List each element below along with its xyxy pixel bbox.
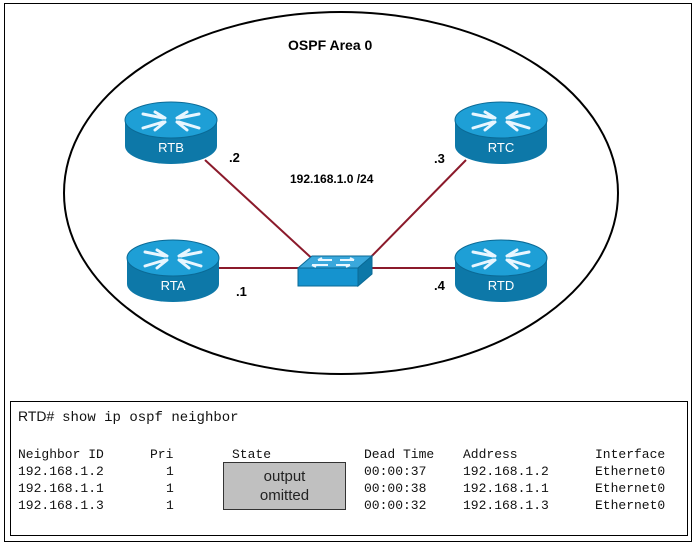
dead-time: 00:00:38 bbox=[364, 481, 427, 496]
dead-time: 00:00:37 bbox=[364, 464, 427, 479]
link-rtb-switch bbox=[204, 159, 319, 265]
priority: 1 bbox=[166, 481, 174, 496]
col-header-interface: Interface bbox=[595, 447, 666, 462]
col-header-neighbor-id: Neighbor ID bbox=[18, 447, 104, 462]
router-label: RTA bbox=[161, 278, 186, 293]
dead-time: 00:00:32 bbox=[364, 498, 427, 513]
col-header-state: State bbox=[232, 447, 272, 462]
links bbox=[204, 159, 467, 269]
host-suffix-rtd: .4 bbox=[434, 278, 445, 293]
priority: 1 bbox=[166, 498, 174, 513]
command: show ip ospf neighbor bbox=[62, 410, 239, 426]
neighbor-id: 192.168.1.3 bbox=[18, 498, 104, 513]
switch-icon[interactable] bbox=[296, 254, 374, 288]
omitted-line-1: output bbox=[263, 468, 306, 485]
router-rtd[interactable]: RTD bbox=[453, 238, 549, 304]
terminal-output: RTD# show ip ospf neighbor Neighbor ID P… bbox=[10, 401, 688, 536]
router-label: RTC bbox=[488, 140, 514, 155]
state-output-omitted: output omitted bbox=[223, 462, 346, 510]
subnet-label: 192.168.1.0 /24 bbox=[290, 172, 374, 186]
col-header-address: Address bbox=[463, 447, 518, 462]
col-header-dead-time: Dead Time bbox=[364, 447, 435, 462]
neighbor-id: 192.168.1.2 bbox=[18, 464, 104, 479]
network-diagram: RTB RTC RTA RTD bbox=[63, 11, 619, 375]
address: 192.168.1.1 bbox=[463, 481, 549, 496]
interface: Ethernet0 bbox=[595, 464, 666, 479]
router-label: RTD bbox=[488, 278, 514, 293]
priority: 1 bbox=[166, 464, 174, 479]
prompt: RTD# bbox=[18, 408, 55, 424]
router-rta[interactable]: RTA bbox=[125, 238, 221, 304]
host-suffix-rtc: .3 bbox=[434, 151, 445, 166]
interface: Ethernet0 bbox=[595, 481, 666, 496]
omitted-line-2: omitted bbox=[259, 487, 310, 504]
router-rtc[interactable]: RTC bbox=[453, 100, 549, 166]
ospf-area-boundary bbox=[63, 11, 619, 375]
router-label: RTB bbox=[158, 140, 184, 155]
figure-frame bbox=[4, 3, 692, 542]
col-header-pri: Pri bbox=[150, 447, 174, 462]
host-suffix-rta: .1 bbox=[236, 284, 247, 299]
address: 192.168.1.2 bbox=[463, 464, 549, 479]
link-rtc-switch bbox=[363, 159, 467, 265]
neighbor-id: 192.168.1.1 bbox=[18, 481, 104, 496]
router-rtb[interactable]: RTB bbox=[123, 100, 219, 166]
area-title: OSPF Area 0 bbox=[288, 37, 373, 53]
command-line: RTD# show ip ospf neighbor bbox=[18, 408, 239, 426]
host-suffix-rtb: .2 bbox=[229, 150, 240, 165]
interface: Ethernet0 bbox=[595, 498, 666, 513]
address: 192.168.1.3 bbox=[463, 498, 549, 513]
